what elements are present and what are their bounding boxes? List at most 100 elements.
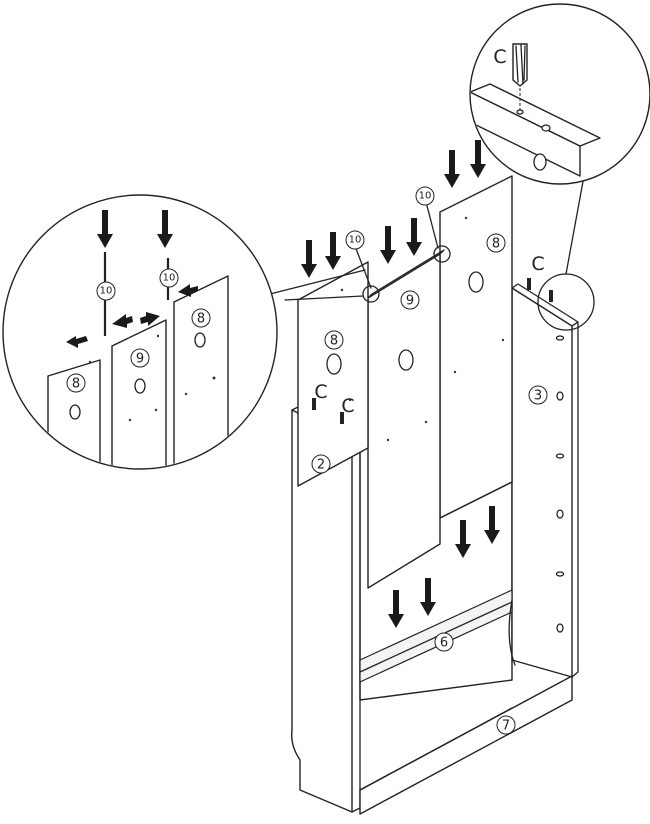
hole bbox=[69, 404, 81, 420]
label-part-3: 3 bbox=[534, 389, 542, 404]
dowel-c bbox=[527, 278, 531, 290]
down-arrow bbox=[325, 232, 341, 270]
dowel-hole bbox=[541, 124, 551, 132]
zoom-dowel-grooves bbox=[515, 44, 526, 85]
zoom-right-source-circle bbox=[537, 273, 595, 331]
side-panel-right-holes bbox=[555, 335, 565, 633]
side-panel-right bbox=[511, 287, 573, 678]
label-ring bbox=[324, 330, 344, 350]
zoom-callout-left bbox=[2, 194, 278, 470]
bottom-rail-7-top bbox=[359, 707, 513, 791]
leader-10-left bbox=[354, 245, 372, 289]
label-ring bbox=[311, 454, 331, 474]
pin-hole bbox=[340, 288, 344, 292]
shelf-6-curve bbox=[508, 599, 516, 666]
dowel-hole bbox=[516, 109, 524, 115]
panel-9-top-edge bbox=[367, 249, 445, 299]
hole bbox=[533, 153, 547, 171]
pin-hole bbox=[154, 408, 158, 412]
side-panel-left-front-edge bbox=[351, 435, 361, 813]
pin-hole bbox=[184, 392, 188, 396]
hole bbox=[194, 332, 206, 348]
label-ring bbox=[159, 268, 179, 288]
down-arrow bbox=[388, 590, 404, 628]
hole bbox=[556, 509, 564, 519]
label-part-10: 10 bbox=[100, 286, 113, 297]
leader-10-right bbox=[425, 201, 439, 249]
label-part-8: 8 bbox=[330, 334, 338, 349]
panel-8-left-hole bbox=[326, 353, 342, 375]
hole bbox=[555, 453, 565, 459]
down-arrow bbox=[301, 240, 317, 278]
hole bbox=[556, 391, 564, 401]
zoom-panel-9 bbox=[111, 319, 167, 468]
pin-hole bbox=[386, 438, 390, 442]
label-part-2: 2 bbox=[317, 458, 325, 473]
label-ring bbox=[496, 715, 516, 735]
label-part-8: 8 bbox=[197, 312, 205, 327]
side-panel-left bbox=[290, 409, 353, 813]
joint-marker-left bbox=[362, 285, 380, 303]
label-part-8: 8 bbox=[492, 237, 500, 252]
label-part-7: 7 bbox=[502, 719, 510, 734]
panel-9-hole bbox=[398, 349, 414, 371]
left-arrow bbox=[178, 284, 198, 297]
dowel-c bbox=[340, 412, 344, 424]
hole bbox=[556, 623, 564, 633]
dowel-c bbox=[549, 290, 553, 302]
down-arrow bbox=[97, 210, 113, 248]
panel-8-right-hole bbox=[468, 271, 484, 293]
label-part-6: 6 bbox=[440, 636, 448, 651]
label-part-10: 10 bbox=[419, 191, 432, 202]
left-arrow bbox=[112, 314, 133, 328]
label-ring bbox=[66, 373, 86, 393]
pin-hole bbox=[212, 376, 216, 380]
bottom-rail-7 bbox=[359, 675, 573, 815]
down-arrow bbox=[157, 210, 173, 248]
down-arrow bbox=[406, 218, 422, 256]
label-ring bbox=[191, 308, 211, 328]
upper-panels bbox=[297, 175, 513, 589]
pin-hole bbox=[156, 334, 160, 338]
dowels-main bbox=[312, 278, 531, 424]
label-part-8: 8 bbox=[72, 377, 80, 392]
panel-9 bbox=[367, 253, 441, 589]
label-ring bbox=[528, 385, 548, 405]
label-hardware-c: C bbox=[341, 395, 354, 417]
label-ring bbox=[434, 632, 454, 652]
label-hardware-c: C bbox=[531, 253, 544, 275]
hole bbox=[555, 335, 565, 341]
panel-8-right bbox=[439, 175, 513, 519]
label-ring bbox=[96, 281, 116, 301]
hole bbox=[555, 571, 565, 577]
right-arrow bbox=[66, 336, 88, 348]
shelf-6 bbox=[359, 589, 513, 683]
down-arrow bbox=[455, 520, 471, 558]
pin-hole bbox=[88, 360, 92, 364]
hole bbox=[134, 378, 146, 394]
dowel-c bbox=[312, 398, 316, 410]
down-arrow bbox=[380, 226, 396, 264]
label-part-9: 9 bbox=[136, 352, 144, 367]
pin-hole bbox=[424, 420, 428, 424]
right-arrow bbox=[140, 312, 160, 326]
pin-hole bbox=[464, 216, 468, 220]
label-ring bbox=[345, 230, 365, 250]
pin-hole bbox=[348, 398, 352, 402]
label-hardware-c: C bbox=[493, 46, 506, 68]
zoom-left-connector-bottom bbox=[284, 295, 364, 301]
joint-marker-right bbox=[433, 245, 451, 263]
down-arrows bbox=[301, 140, 500, 628]
zoom-right-connector bbox=[565, 175, 585, 275]
down-arrow bbox=[484, 506, 500, 544]
label-part-9: 9 bbox=[406, 294, 414, 309]
label-hardware-c: C bbox=[314, 381, 327, 403]
label-ring bbox=[130, 348, 150, 368]
part-labels: 2 3 6 7 8 8 9 10 10 8 9 8 10 10 C C C C bbox=[66, 46, 548, 735]
zoom-callout-right bbox=[469, 3, 650, 185]
down-arrow bbox=[420, 578, 436, 616]
label-part-10: 10 bbox=[349, 235, 362, 246]
pin-hole bbox=[128, 418, 132, 422]
